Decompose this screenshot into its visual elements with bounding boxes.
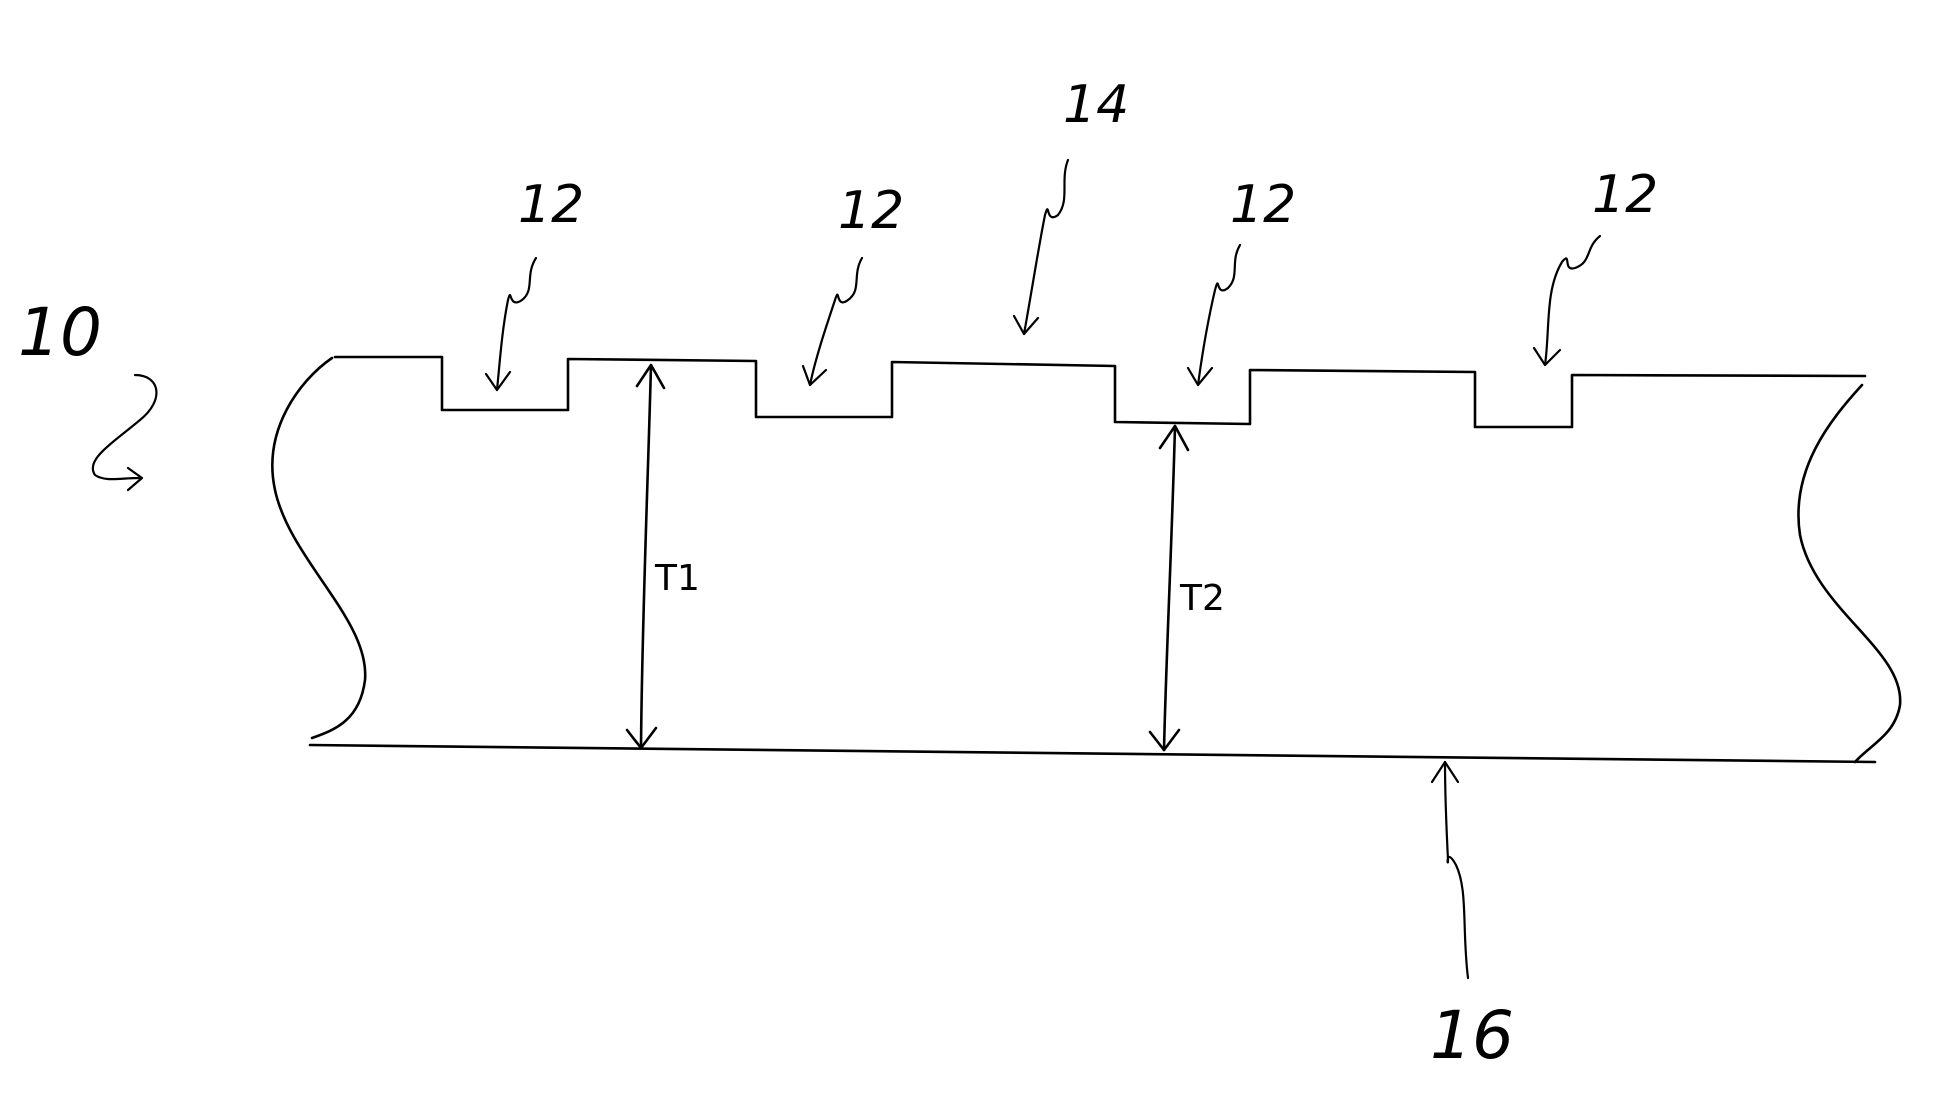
label-14: 14 (1063, 75, 1129, 135)
t1-dimension-line (641, 365, 651, 748)
label-16: 16 (1430, 997, 1514, 1074)
leader-16 (1445, 762, 1468, 978)
label-10: 10 (18, 294, 102, 371)
label-12-c: 12 (1230, 175, 1296, 235)
right-break-line (1798, 385, 1900, 762)
leader-12-a (497, 258, 536, 390)
leader-14 (1024, 160, 1068, 334)
leader-12-d (1545, 236, 1600, 365)
label-t2: T2 (1179, 578, 1225, 619)
label-12-b: 12 (838, 181, 904, 241)
leader-10 (93, 375, 157, 479)
bottom-surface-line (310, 745, 1875, 762)
leader-12-c (1198, 245, 1240, 385)
leader-12-b (810, 258, 862, 385)
top-surface-profile (335, 357, 1865, 427)
label-t1: T1 (654, 558, 700, 599)
label-12-a: 12 (518, 175, 584, 235)
t2-dimension-line (1164, 426, 1175, 750)
label-12-d: 12 (1592, 165, 1658, 225)
left-break-line (272, 358, 365, 738)
